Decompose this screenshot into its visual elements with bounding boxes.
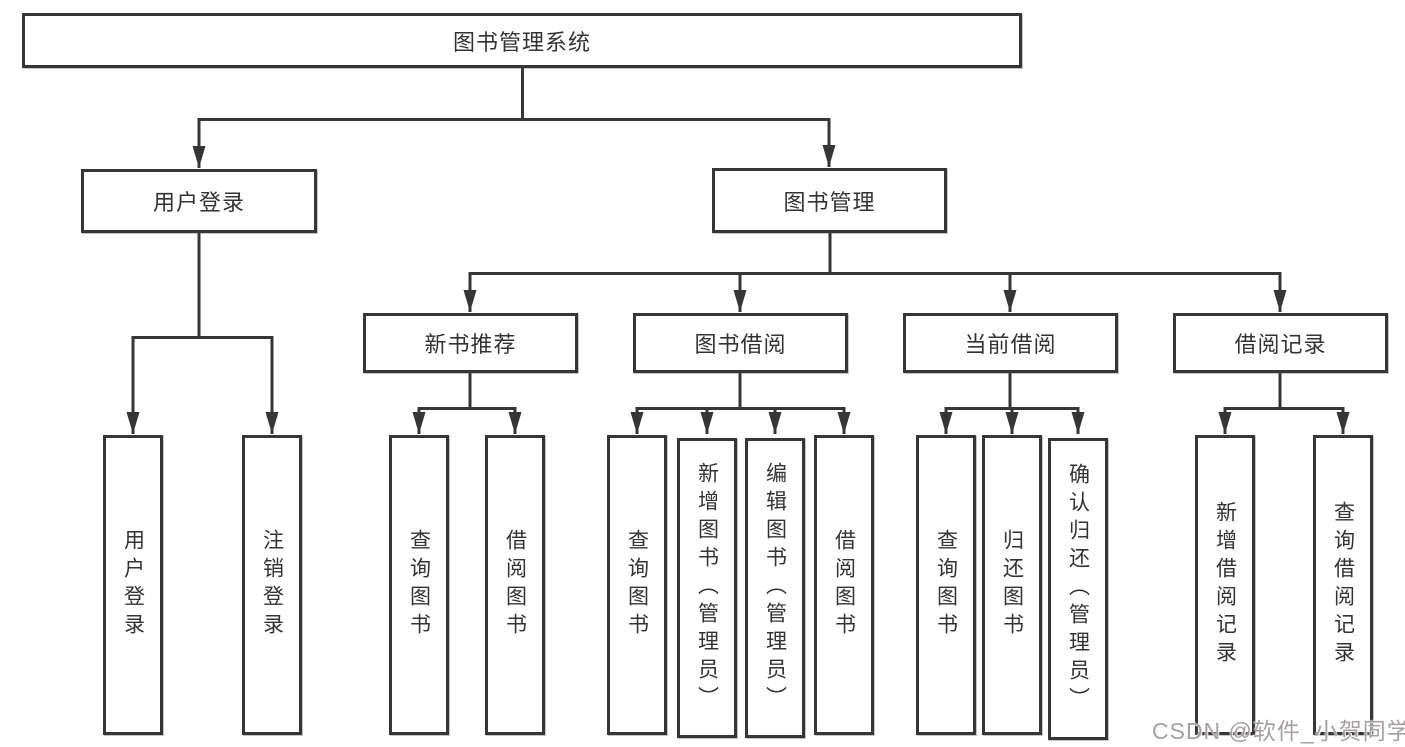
leaf-query-books-borrow: 查询图书: [607, 435, 667, 735]
leaf-return-books: 归还图书: [982, 435, 1042, 735]
leaf-query-books-current: 查询图书: [916, 435, 976, 735]
leaf-new-borrow-record: 新增借阅记录: [1195, 435, 1255, 735]
node-current-borrowing: 当前借阅: [903, 313, 1118, 373]
csdn-watermark: CSDN @软件_小贺同学: [1152, 718, 1405, 744]
node-book-borrowing: 图书借阅: [633, 313, 848, 373]
leaf-query-borrow-record: 查询借阅记录: [1313, 435, 1373, 735]
leaf-confirm-return-admin: 确认归还（管理员）: [1048, 438, 1108, 740]
leaf-borrow-books-borrow: 借阅图书: [814, 435, 874, 735]
leaf-borrow-books-recommend: 借阅图书: [485, 435, 545, 735]
node-book-management: 图书管理: [712, 168, 947, 233]
leaf-query-books-recommend: 查询图书: [389, 435, 449, 735]
leaf-edit-books-admin: 编辑图书（管理员）: [745, 438, 805, 738]
leaf-logout-login: 注销登录: [242, 435, 302, 735]
node-borrowing-records: 借阅记录: [1173, 313, 1388, 373]
node-user-login: 用户登录: [81, 169, 317, 233]
node-new-book-recommendation: 新书推荐: [363, 313, 578, 373]
node-library-system: 图书管理系统: [22, 13, 1022, 68]
leaf-user-login: 用户登录: [103, 435, 163, 735]
leaf-add-books-admin: 新增图书（管理员）: [677, 438, 737, 738]
